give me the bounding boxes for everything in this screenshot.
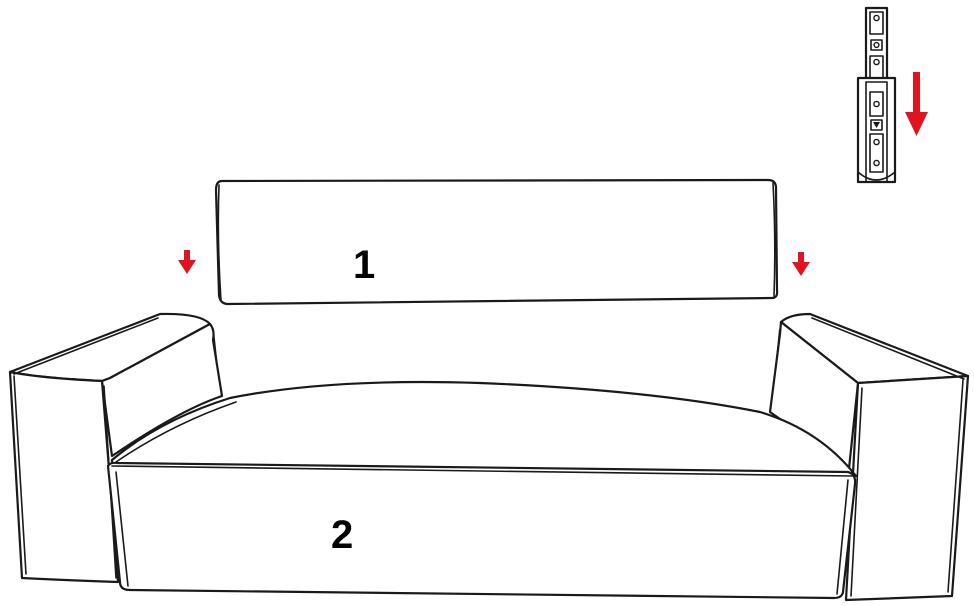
arrow-down-icon — [792, 252, 810, 276]
seat-number: 2 — [331, 513, 353, 557]
arrow-down-icon — [905, 72, 928, 136]
back-cushion — [214, 178, 779, 306]
seat-front — [106, 461, 857, 600]
back-cushion-number: 1 — [353, 243, 375, 287]
arrow-down-icon — [178, 250, 196, 274]
connector-bracket-icon — [856, 6, 897, 184]
seat-cushion-top — [110, 380, 858, 478]
left-armrest — [8, 312, 224, 584]
